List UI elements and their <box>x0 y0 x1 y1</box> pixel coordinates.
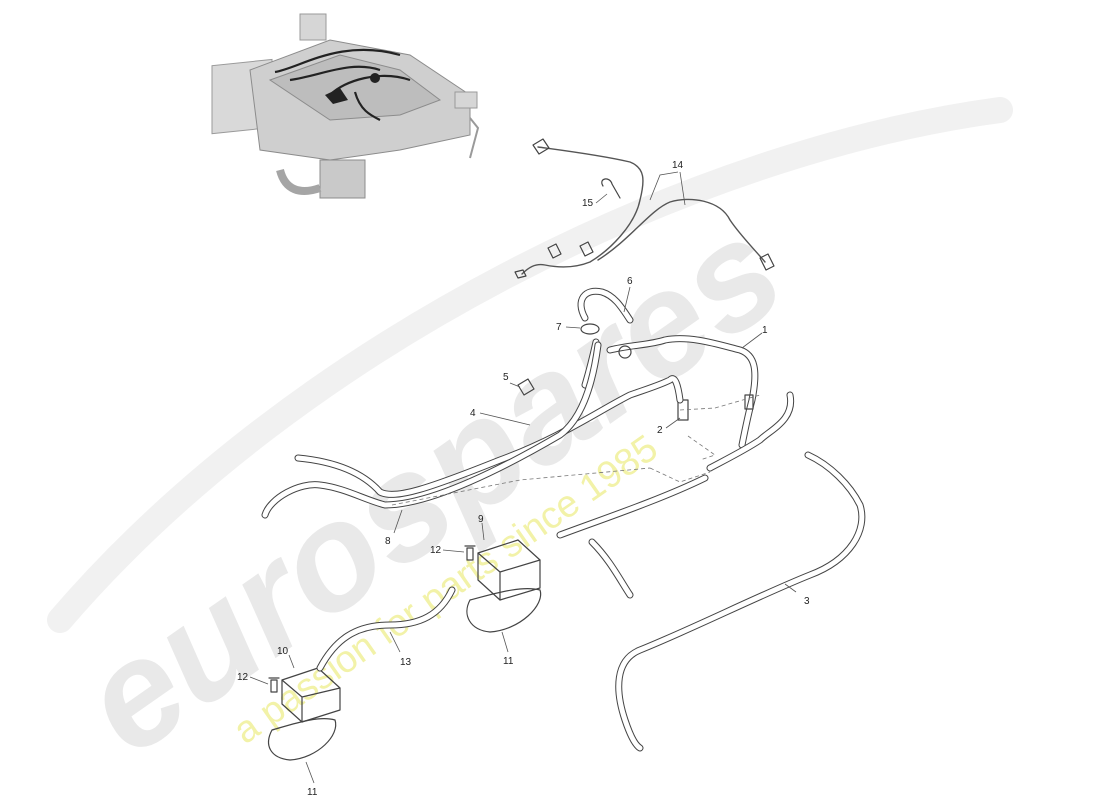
callout-2: 2 <box>657 425 663 436</box>
part-5-clamp <box>517 378 535 396</box>
callout-3: 3 <box>804 596 810 607</box>
part-1-hose-assembly <box>581 335 795 472</box>
callout-4: 4 <box>470 408 476 419</box>
callouts: 14 15 6 7 1 5 4 2 8 9 12 11 3 13 10 12 1… <box>237 160 810 798</box>
callout-6: 6 <box>627 276 633 287</box>
part-12-bolt <box>268 545 476 693</box>
part-13-hose <box>316 586 456 672</box>
assembly-lines <box>391 394 761 506</box>
part-14-sensor-harness <box>514 138 775 279</box>
callout-13: 13 <box>400 657 412 668</box>
leader-lines <box>249 171 797 784</box>
callout-7: 7 <box>556 322 562 333</box>
engine-thumbnail <box>211 13 480 199</box>
callout-10: 10 <box>277 646 289 657</box>
callout-12b: 12 <box>237 672 249 683</box>
callout-14: 14 <box>672 160 684 171</box>
callout-1: 1 <box>762 325 768 336</box>
part-2-valve <box>677 399 689 421</box>
part-3-hose <box>556 451 866 752</box>
part-7-clamp <box>580 323 600 335</box>
part-9-cooler <box>466 539 542 633</box>
callout-5: 5 <box>503 372 509 383</box>
callout-8: 8 <box>385 536 391 547</box>
callout-11a: 11 <box>503 656 514 667</box>
callout-15: 15 <box>582 198 594 209</box>
callout-11b: 11 <box>307 787 318 798</box>
part-8-pipe <box>261 341 602 519</box>
callout-12a: 12 <box>430 545 442 556</box>
callout-9: 9 <box>478 514 484 525</box>
part-15-clip <box>601 178 621 199</box>
part-6-hose <box>577 287 634 324</box>
